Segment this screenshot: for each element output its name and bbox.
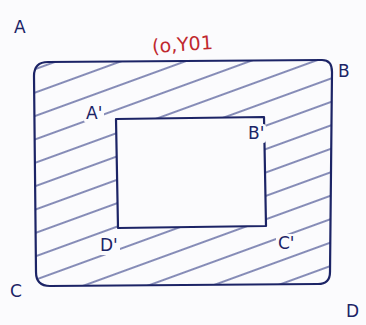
- corner-label: C': [276, 234, 297, 253]
- inner-outline: [116, 117, 266, 228]
- corner-label: B': [246, 124, 266, 143]
- hatched-region: [34, 60, 332, 286]
- corner-label: A': [84, 104, 104, 123]
- corner-label: B: [336, 62, 352, 81]
- note-text: (o,Y01: [149, 32, 215, 57]
- corner-label: C: [8, 282, 24, 301]
- outer-outline: [34, 60, 332, 286]
- corner-label: D': [98, 236, 120, 255]
- corner-label: D: [344, 302, 361, 321]
- corner-label: A: [12, 18, 28, 37]
